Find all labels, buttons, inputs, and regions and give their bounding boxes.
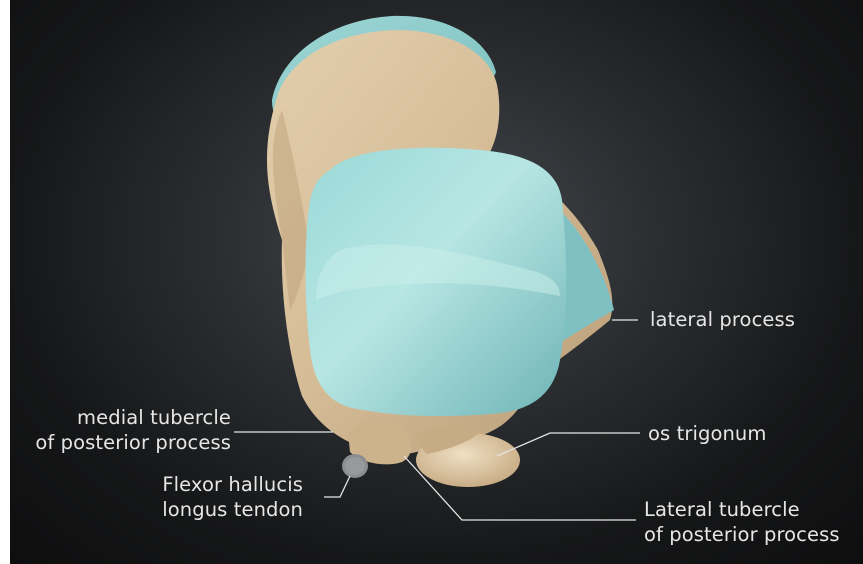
diagram-stage: lateral process medial tubercle of poste… <box>10 0 863 564</box>
talus-illustration <box>10 0 863 564</box>
leader-flexor-tendon <box>324 476 350 497</box>
label-lateral-tubercle: Lateral tubercle of posterior process <box>644 497 840 547</box>
label-lateral-process: lateral process <box>650 307 795 332</box>
label-medial-tubercle: medial tubercle of posterior process <box>35 405 231 455</box>
leader-os-trigonum <box>497 433 640 456</box>
label-flexor-tendon: Flexor hallucis longus tendon <box>162 472 303 522</box>
label-os-trigonum: os trigonum <box>648 421 767 446</box>
